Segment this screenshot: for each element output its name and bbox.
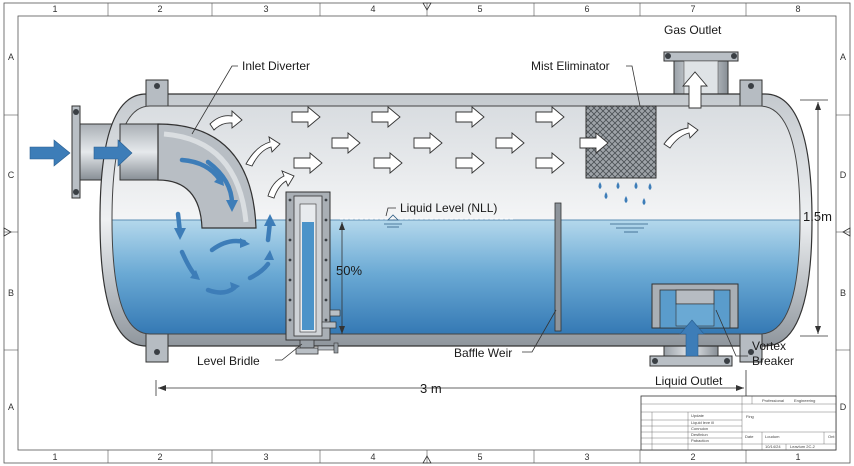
center-mark-right: [842, 227, 851, 237]
row-label: A: [8, 52, 14, 62]
tb-loc: Loudum: [765, 434, 780, 439]
label-breaker: Breaker: [752, 354, 794, 368]
label-length: 3 m: [420, 381, 442, 396]
inlet-arrow: [29, 139, 71, 167]
col-label: 2: [690, 452, 695, 462]
tb-row: Liquid leve ill: [691, 420, 714, 425]
tb-ont: Ont: [828, 434, 835, 439]
label-mist-eliminator: Mist Eliminator: [531, 59, 610, 73]
label-baffle-weir: Baffle Weir: [454, 346, 512, 360]
col-label: 1: [795, 452, 800, 462]
col-label: 2: [157, 452, 162, 462]
label-height: 1.5m: [803, 209, 832, 224]
tb-row: Desfiniun: [691, 432, 708, 437]
label-liquid-level: Liquid Level (NLL): [400, 201, 497, 215]
col-label: 4: [370, 452, 375, 462]
label-percent: 50%: [336, 263, 362, 278]
outlet-arrow: [679, 319, 705, 357]
tb-num: 10/14/24: [765, 444, 781, 449]
row-label: A: [840, 52, 846, 62]
col-label: 5: [477, 4, 482, 14]
col-label: 3: [263, 4, 268, 14]
tb-header-1: Professional: [762, 398, 784, 403]
row-label: C: [8, 170, 15, 180]
row-label: B: [8, 288, 14, 298]
row-label: D: [840, 170, 847, 180]
col-label: 3: [584, 452, 589, 462]
flow-arrows: [29, 71, 708, 357]
vortex-breaker: [651, 283, 739, 329]
col-label: 5: [477, 452, 482, 462]
center-mark-top: [422, 2, 432, 11]
label-vortex: Vortex: [752, 339, 786, 353]
title-block: Professional Engineering Update Liquid l…: [640, 395, 837, 451]
labels: Gas Outlet Inlet Diverter Mist Eliminato…: [197, 23, 832, 396]
row-label: A: [8, 402, 14, 412]
drawing-border: 1 2 3 4 5 6 7 8 1 2 3 4 5 3 2 1 A C B A …: [3, 2, 851, 464]
label-level-bridle: Level Bridle: [197, 354, 260, 368]
tb-row: Pabaction: [691, 438, 709, 443]
droplets: [598, 182, 652, 205]
level-symbol: [384, 214, 648, 233]
dimension-arrowheads: [158, 102, 821, 391]
dimension-lines: [155, 99, 828, 396]
tb-row: Update: [691, 413, 705, 418]
col-label: 2: [157, 4, 162, 14]
col-label: 1: [52, 4, 57, 14]
col-label: 4: [370, 4, 375, 14]
col-label: 3: [263, 452, 268, 462]
label-gas-outlet: Gas Outlet: [664, 23, 722, 37]
label-inlet-diverter: Inlet Diverter: [242, 59, 310, 73]
tb-ng: Fing: [746, 414, 754, 419]
col-label: 1: [52, 452, 57, 462]
center-mark-bottom: [422, 455, 432, 464]
tb-ref: Leavlum 2C-2: [790, 444, 816, 449]
baffle-weir: [554, 202, 562, 332]
row-label: D: [840, 402, 847, 412]
col-label: 7: [690, 4, 695, 14]
row-label: B: [840, 288, 846, 298]
col-label: 6: [584, 4, 589, 14]
col-label: 8: [795, 4, 800, 14]
inlet-arrow: [93, 139, 133, 167]
tb-date: Date: [745, 434, 754, 439]
tb-header-2: Engineering: [794, 398, 815, 403]
tb-row: Connuion: [691, 426, 708, 431]
center-mark-left: [3, 227, 12, 237]
label-liquid-outlet: Liquid Outlet: [655, 374, 723, 388]
level-bridle: [285, 191, 341, 355]
leader-lines: [191, 65, 748, 361]
